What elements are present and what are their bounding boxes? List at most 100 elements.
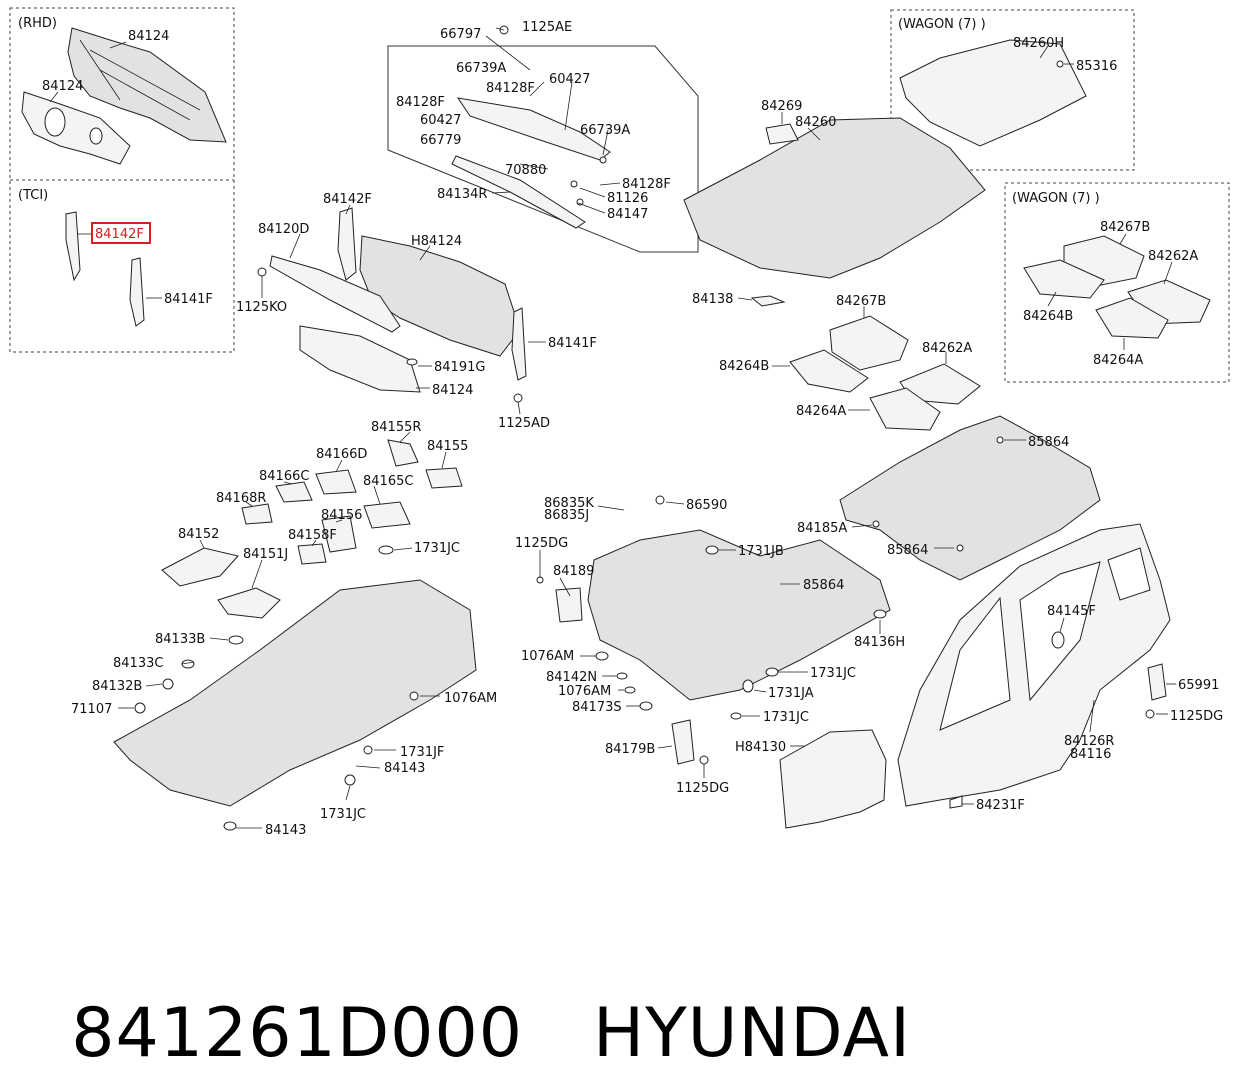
bracket-group-box (387, 45, 699, 253)
label-84166d: 84166D (316, 447, 367, 462)
label-84141f-main: 84141F (548, 336, 597, 351)
label-1125ae: 1125AE (522, 20, 572, 35)
brand-name: HYUNDAI (592, 994, 912, 1073)
label-70880: 70880 (505, 163, 546, 178)
label-1125ad: 1125AD (498, 416, 550, 431)
floor-carpet-assembly (683, 39, 1087, 307)
label-84138: 84138 (692, 292, 733, 307)
label-84262a-middle: 84262A (922, 341, 972, 356)
floor-mats-wagon (1023, 235, 1211, 339)
label-84152: 84152 (178, 527, 219, 542)
label-84264b-middle: 84264B (719, 359, 769, 374)
label-1076am-member: 1076AM (521, 649, 574, 664)
label-84124-main: 84124 (432, 383, 473, 398)
cowl-cross-bar-parts (451, 25, 611, 229)
label-1125ko: 1125KO (236, 300, 287, 315)
label-84260h: 84260H (1013, 36, 1064, 51)
label-85864-member: 85864 (803, 578, 844, 593)
label-84191g: 84191G (434, 360, 485, 375)
label-84158f: 84158F (288, 528, 337, 543)
dash-panel-main (257, 207, 527, 403)
side-outer-panel (897, 523, 1171, 809)
wagon-right-label: (WAGON (7) ) (1012, 191, 1100, 206)
label-84132b: 84132B (92, 679, 142, 694)
label-84260: 84260 (795, 115, 836, 130)
label-84134r: 84134R (437, 187, 487, 202)
rear-floor-member-assembly (839, 415, 1101, 581)
label-85864-rear-lower: 85864 (887, 543, 928, 558)
label-85864-rear-upper: 85864 (1028, 435, 1069, 450)
label-1125dg-upper: 1125DG (515, 536, 568, 551)
rhd-dash-panel-upper (67, 27, 227, 143)
label-1076am-floor: 1076AM (444, 691, 497, 706)
label-h84130: H84130 (735, 740, 786, 755)
tci-side-trim-84142f (65, 211, 81, 282)
label-84128f-left: 84128F (396, 95, 445, 110)
label-84128f-mid: 84128F (486, 81, 535, 96)
label-84264b-wagon: 84264B (1023, 309, 1073, 324)
label-84126r: 84126R (1064, 734, 1114, 749)
label-1731jc-member: 1731JC (810, 666, 856, 681)
label-86835j: 86835J (544, 508, 589, 523)
label-84141f-tci: 84141F (164, 292, 213, 307)
label-60427-lower: 60427 (420, 113, 461, 128)
label-84128f-right: 84128F (622, 177, 671, 192)
label-84262a-wagon: 84262A (1148, 249, 1198, 264)
label-84120d: 84120D (258, 222, 309, 237)
label-84133b: 84133B (155, 632, 205, 647)
label-71107: 71107 (71, 702, 112, 717)
label-1731jc-member-lower: 1731JC (763, 710, 809, 725)
label-1731jc-floor-lower: 1731JC (320, 807, 366, 822)
label-66739a-upper: 66739A (456, 61, 506, 76)
label-84147: 84147 (607, 207, 648, 222)
label-86590: 86590 (686, 498, 727, 513)
label-84231f: 84231F (976, 798, 1025, 813)
label-84124-rhd-lower: 84124 (42, 79, 83, 94)
floor-mats-middle (789, 315, 981, 431)
label-84264a-middle: 84264A (796, 404, 846, 419)
label-84179b: 84179B (605, 742, 655, 757)
label-84168r: 84168R (216, 491, 266, 506)
label-85316: 85316 (1076, 59, 1117, 74)
label-84145f: 84145F (1047, 604, 1096, 619)
label-84142f-main: 84142F (323, 192, 372, 207)
label-84155r: 84155R (371, 420, 421, 435)
label-1125dg-side: 1125DG (1170, 709, 1223, 724)
label-66797: 66797 (440, 27, 481, 42)
wagon-top-box (890, 9, 1135, 171)
rhd-tci-panel (9, 7, 235, 353)
label-1731ja: 1731JA (768, 686, 814, 701)
label-84133c: 84133C (113, 656, 163, 671)
front-fender (779, 729, 887, 829)
tci-section-label: (TCI) (18, 188, 48, 203)
label-81126: 81126 (607, 191, 648, 206)
label-84136h: 84136H (854, 635, 905, 650)
label-84116: 84116 (1070, 747, 1111, 762)
label-84155: 84155 (427, 439, 468, 454)
label-84185a: 84185A (797, 521, 847, 536)
label-84267b-middle: 84267B (836, 294, 886, 309)
label-84269: 84269 (761, 99, 802, 114)
part-number: 841261D000 (71, 994, 523, 1073)
wagon-top-label: (WAGON (7) ) (898, 17, 986, 32)
label-84156: 84156 (321, 508, 362, 523)
label-86835k: 86835K (544, 496, 594, 511)
label-84124-rhd-upper: 84124 (128, 29, 169, 44)
label-84143-lower: 84143 (265, 823, 306, 838)
label-84142n: 84142N (546, 670, 597, 685)
label-h84124: H84124 (411, 234, 462, 249)
front-side-member-assembly (536, 495, 891, 765)
label-1731jc-floor: 1731JC (414, 541, 460, 556)
parts-diagram: (RHD) (TCI) (WAGON (7) ) (WAGON (7) ) 84… (9, 7, 1230, 838)
rhd-section-label: (RHD) (18, 16, 57, 31)
highlight-84142f (91, 222, 151, 244)
label-66739a-lower: 66739A (580, 123, 630, 138)
tci-side-trim-84141f (129, 257, 145, 327)
label-84189: 84189 (553, 564, 594, 579)
wagon-right-box (1004, 182, 1230, 383)
label-84143-upper: 84143 (384, 761, 425, 776)
label-60427-upper: 60427 (549, 72, 590, 87)
label-1125dg-lower: 1125DG (676, 781, 729, 796)
label-84142f-tci-highlighted[interactable]: 84142F (95, 227, 144, 242)
label-84165c: 84165C (363, 474, 413, 489)
